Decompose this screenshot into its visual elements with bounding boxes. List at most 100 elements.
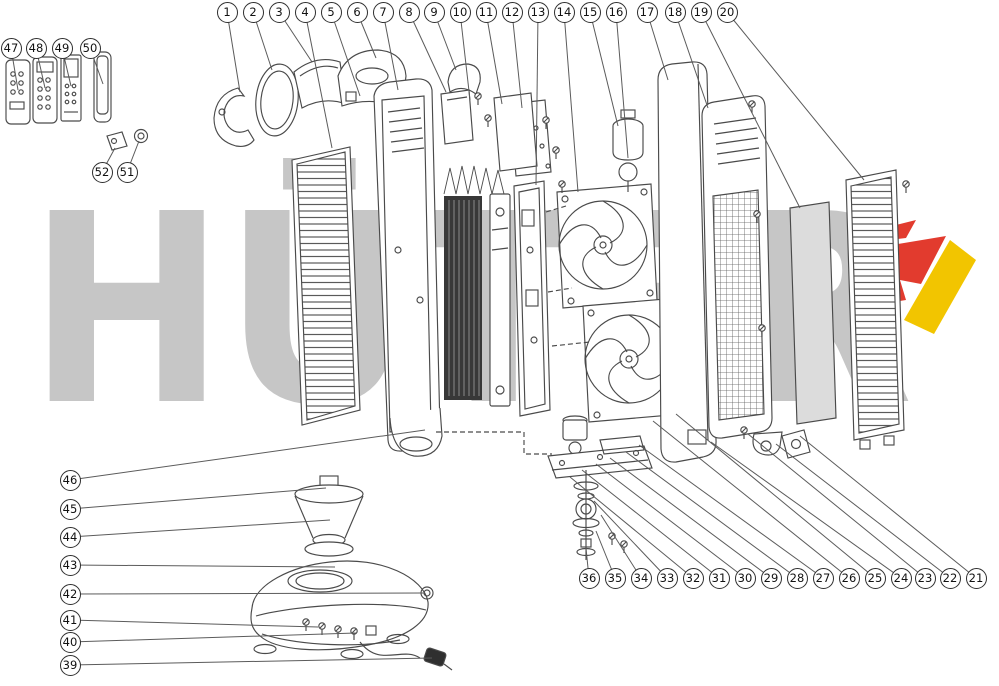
left-grille-panel — [291, 146, 361, 426]
side-panel — [789, 201, 837, 425]
callout-34: 34 — [630, 567, 652, 589]
remote-back-cover — [93, 51, 112, 123]
remote-bracket — [106, 131, 128, 151]
leader-line-28 — [625, 451, 798, 579]
leader-line-41 — [69, 619, 319, 628]
leader-line-23 — [747, 433, 926, 579]
flat-panel-front — [493, 92, 538, 172]
callout-31: 31 — [708, 567, 730, 589]
remote-control-parts — [5, 51, 149, 151]
callout-1: 1 — [216, 1, 238, 23]
callout-20: 20 — [716, 1, 738, 23]
leader-line-14 — [563, 11, 579, 193]
callout-39: 39 — [59, 654, 81, 676]
assembly-guide-lines — [436, 205, 591, 455]
callout-15: 15 — [579, 1, 601, 23]
callout-45: 45 — [59, 498, 81, 520]
power-cord — [359, 641, 453, 671]
callout-19: 19 — [690, 1, 712, 23]
callout-14: 14 — [553, 1, 575, 23]
callout-13: 13 — [527, 1, 549, 23]
support-frame — [513, 180, 551, 417]
callout-43: 43 — [59, 554, 81, 576]
leader-line-34 — [600, 514, 642, 579]
leader-line-21 — [799, 435, 977, 579]
leader-line-17 — [646, 11, 669, 81]
leader-line-7 — [382, 11, 399, 91]
leader-line-27 — [638, 444, 824, 579]
callout-5: 5 — [320, 1, 342, 23]
leader-line-13 — [535, 11, 539, 186]
callout-26: 26 — [838, 567, 860, 589]
callout-46: 46 — [59, 469, 81, 491]
callout-22: 22 — [939, 567, 961, 589]
callout-18: 18 — [664, 1, 686, 23]
base-plate — [250, 560, 434, 651]
base-screws — [302, 618, 377, 641]
callout-9: 9 — [423, 1, 445, 23]
leader-line-1 — [226, 11, 241, 93]
callout-2: 2 — [242, 1, 264, 23]
top-cap-parts — [213, 49, 481, 147]
leader-line-44 — [69, 519, 331, 538]
callout-8: 8 — [398, 1, 420, 23]
callout-35: 35 — [604, 567, 626, 589]
callout-50: 50 — [79, 37, 101, 59]
leader-line-11 — [485, 11, 503, 105]
leader-line-16 — [615, 11, 629, 159]
leader-line-32 — [569, 476, 694, 579]
leader-line-30 — [595, 463, 746, 579]
fan-assembly — [556, 183, 684, 423]
cone-duct — [294, 475, 364, 557]
callout-40: 40 — [59, 631, 81, 653]
base-assembly — [250, 475, 453, 671]
callout-28: 28 — [786, 567, 808, 589]
callout-42: 42 — [59, 583, 81, 605]
callout-32: 32 — [682, 567, 704, 589]
leader-line-12 — [511, 11, 523, 109]
leader-line-39 — [69, 657, 433, 666]
front-grille-tower — [701, 95, 773, 439]
callout-4: 4 — [294, 1, 316, 23]
base-feet — [253, 633, 410, 660]
leader-line-19 — [700, 11, 801, 209]
leader-line-26 — [652, 420, 850, 579]
leader-line-29 — [609, 457, 772, 579]
leader-line-20 — [726, 11, 865, 181]
inner-frame — [489, 193, 511, 407]
leader-line-43 — [69, 564, 336, 568]
logo-yellow-shape — [904, 240, 976, 334]
callout-36: 36 — [578, 567, 600, 589]
leader-line-8 — [408, 11, 447, 93]
heating-element — [443, 165, 505, 400]
callout-17: 17 — [636, 1, 658, 23]
callout-3: 3 — [268, 1, 290, 23]
remote-front-cover — [5, 59, 31, 125]
callout-23: 23 — [914, 567, 936, 589]
callout-49: 49 — [51, 37, 73, 59]
thermostat-motor — [612, 109, 644, 192]
callout-11: 11 — [475, 1, 497, 23]
leader-line-4 — [304, 11, 333, 149]
callout-25: 25 — [864, 567, 886, 589]
leader-line-24 — [710, 441, 902, 579]
leader-line-45 — [69, 487, 327, 510]
leader-line-42 — [69, 592, 425, 595]
remote-circuit-board — [60, 54, 82, 122]
remote-keypad — [32, 56, 58, 124]
callout-27: 27 — [812, 567, 834, 589]
callout-21: 21 — [965, 567, 987, 589]
callout-44: 44 — [59, 526, 81, 548]
outer-grille — [845, 169, 905, 450]
leader-line-25 — [675, 413, 876, 579]
callout-10: 10 — [449, 1, 471, 23]
callout-41: 41 — [59, 609, 81, 631]
leader-line-40 — [69, 632, 357, 643]
callout-6: 6 — [346, 1, 368, 23]
callout-48: 48 — [25, 37, 47, 59]
callout-52: 52 — [91, 161, 113, 183]
callout-16: 16 — [605, 1, 627, 23]
